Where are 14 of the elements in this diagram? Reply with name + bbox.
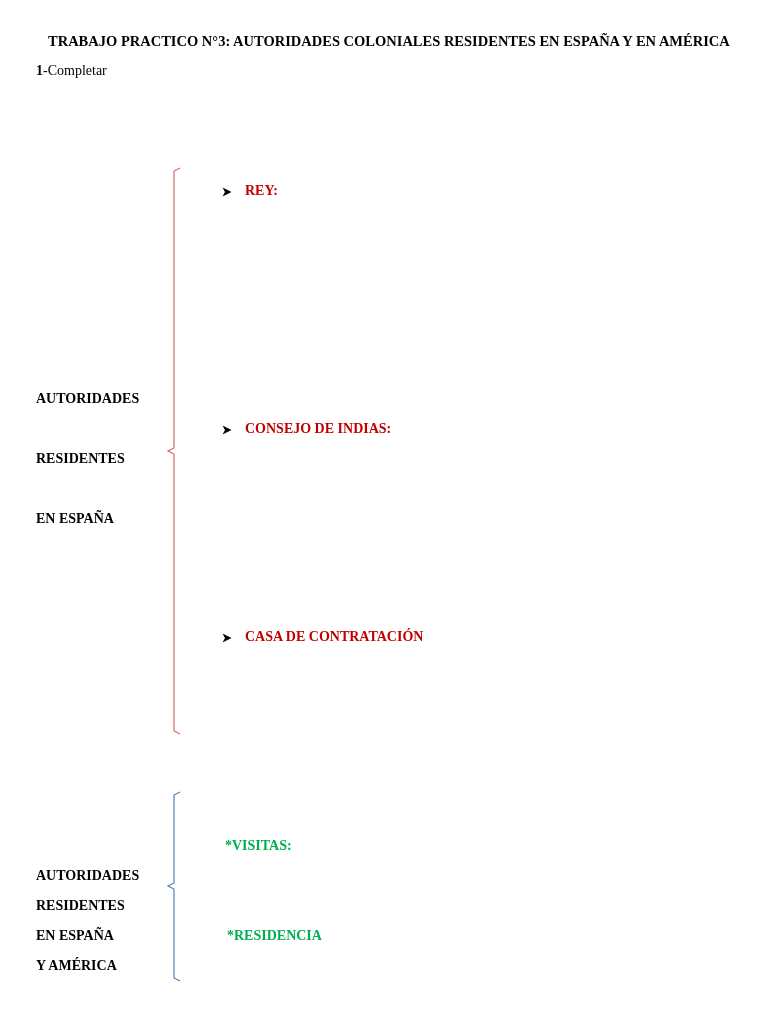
list-item: *RESIDENCIA (227, 928, 322, 945)
title: TRABAJO PRACTICO N°3: AUTORIDADES COLONIALES RESIDENTES EN ESPAÑA Y EN AMÉRICA (48, 33, 730, 51)
list-item: *VISITAS: (225, 838, 292, 855)
heading-text: EN ESPAÑA (36, 928, 114, 945)
heading-text: AUTORIDADES (36, 868, 140, 885)
heading-text: AUTORIDADES (36, 391, 140, 408)
instruction-text: 1-Completar (36, 63, 107, 80)
list-item: REY: (245, 183, 278, 200)
heading-text: Y AMÉRICA (36, 958, 117, 975)
list-item: CONSEJO DE INDIAS: (245, 421, 392, 438)
list-item: CASA DE CONTRATACIÓN (245, 629, 424, 646)
heading-text: RESIDENTES (36, 898, 125, 915)
heading-text: RESIDENTES (36, 451, 125, 468)
heading-text: EN ESPAÑA (36, 511, 114, 528)
